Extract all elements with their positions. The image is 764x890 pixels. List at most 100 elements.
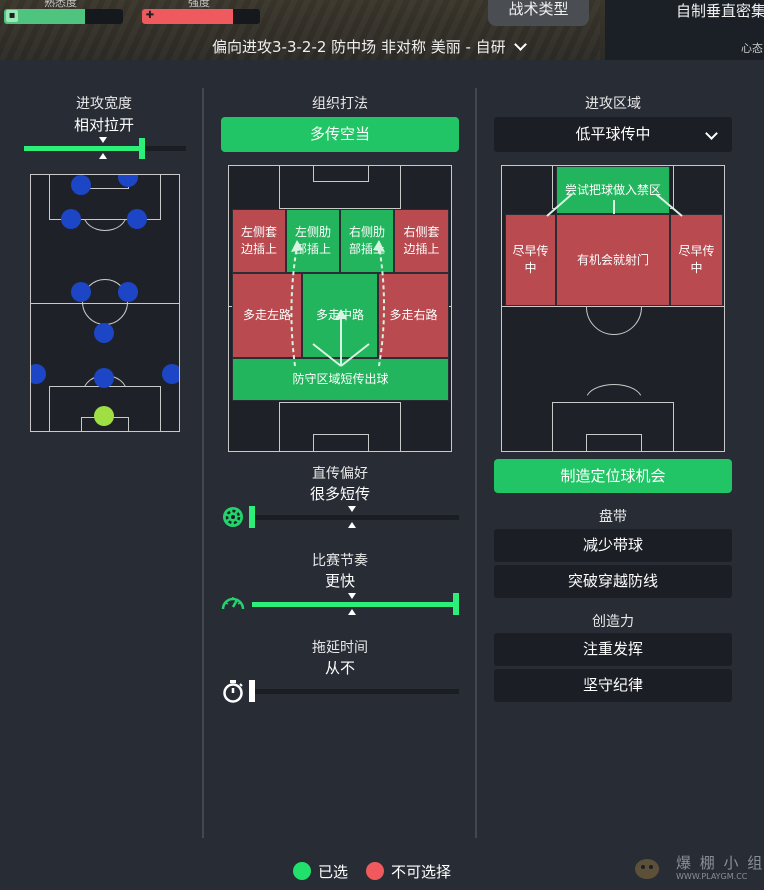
watermark-logo-icon [635,859,659,879]
approach-play-label: 组织打法 [312,96,368,112]
zone-overlap-left[interactable]: 左侧套 边插上 [232,209,286,273]
player-marker[interactable] [71,175,91,195]
approach-pitch: 左侧套 边插上 左侧肋 部插上 右侧肋 部插上 右侧套 边插上 多走左路 多走中… [228,165,452,452]
speedometer-icon [221,597,245,610]
pitch-six-yard-top [313,166,369,182]
width-default-marker [99,137,107,143]
column-divider-left [202,88,204,838]
crossing-type-value: 低平球传中 [575,125,651,143]
watermark-site: WWW.PLAYGM.CC [676,872,748,881]
zone-label: 多走右路 [389,308,438,322]
pitch-six-yard-bottom [313,434,369,451]
player-marker[interactable] [118,175,138,187]
pitch-six-yard-bottom [586,434,642,451]
width-slider-handle[interactable] [139,138,146,159]
zone-focus-right[interactable]: 多走右路 [378,273,449,358]
be-expressive-button[interactable]: 注重发挥 [494,633,732,666]
attacking-width-slider[interactable] [24,146,186,151]
tempo-label: 比赛节奏 [312,553,368,569]
arrow-into-box-right [655,193,683,217]
zone-cross-early-right[interactable]: 尽早传 中 [670,214,723,306]
time-wasting-slider[interactable] [252,689,459,694]
player-marker[interactable] [61,209,81,229]
right-run-arrow [378,245,385,367]
arrowhead-left [291,240,303,252]
centre-arrow-right [340,343,370,367]
tempo-value: 更快 [324,572,355,590]
intensity-bar-fill [142,9,233,24]
zone-label: 防守区域短传出球 [292,372,389,386]
legend-selected-label: 已选 [318,863,349,881]
zone-label: 左侧肋 部插上 [294,225,331,256]
chevron-down-icon [513,38,527,51]
be-disciplined-button[interactable]: 坚守纪律 [494,669,732,702]
attacking-area-pitch: 尝试把球做入禁区 尽早传 中 有机会就射门 尽早传 中 [501,165,725,452]
pass-into-space-button[interactable]: 多传空当 [221,117,459,152]
passing-directness-value: 很多短传 [309,485,370,503]
zone-underlap-right[interactable]: 右侧肋 部插上 [340,209,394,273]
pitch-penalty-box-bottom [279,402,401,451]
player-marker[interactable] [71,282,91,302]
zone-label: 有机会就射门 [576,252,649,267]
player-marker[interactable] [118,282,138,302]
zone-label: 尝试把球做入禁区 [564,182,661,197]
zone-label: 左侧套 边插上 [240,225,277,256]
centre-arrow-left [312,343,342,367]
header-right-panel [605,0,764,60]
familiarity-bar: ▪ [4,9,123,24]
tempo-slider-fill [252,602,459,607]
tactic-type-button[interactable]: 战术类型 [488,0,589,26]
zone-shoot-on-sight[interactable]: 有机会就射门 [556,214,670,306]
zone-cross-early-left[interactable]: 尽早传 中 [505,214,556,306]
familiarity-icon: ▪ [6,10,18,22]
pitch-penalty-box-bottom [552,402,674,451]
tempo-slider-handle[interactable] [453,593,459,615]
tempo-slider[interactable] [252,602,459,607]
left-run-arrow [290,245,298,367]
passing-directness-label: 直传偏好 [312,466,368,482]
zone-underlap-left[interactable]: 左侧肋 部插上 [286,209,340,273]
passing-directness-slider[interactable] [252,515,459,520]
zone-label: 右侧肋 部插上 [348,225,385,256]
player-marker[interactable] [94,368,114,388]
zone-label: 右侧套 边插上 [403,225,440,256]
formation-pitch [30,174,180,432]
run-at-defence-button[interactable]: 突破穿越防线 [494,565,732,598]
attacking-width-value: 相对拉开 [73,116,134,134]
intensity-label: 强度 [188,0,210,9]
passing-slider-handle[interactable] [249,506,255,528]
attacking-area-label: 进攻区域 [585,96,641,112]
width-default-marker-lower [99,153,107,159]
arrowhead-right [373,240,385,252]
legend-unavailable-label: 不可选择 [391,863,452,881]
win-set-pieces-button[interactable]: 制造定位球机会 [494,459,732,493]
player-marker[interactable] [31,364,46,384]
formation-dropdown[interactable]: 偏向进攻3-3-2-2 防中场 非对称 美丽 - 自研 [212,36,527,57]
arrow-into-box-left [546,193,573,217]
player-marker[interactable] [94,323,114,343]
creative-freedom-label: 创造力 [592,614,634,630]
goalkeeper-marker[interactable] [94,406,114,426]
column-divider-right [475,88,477,838]
run-arrows-overlay [290,240,385,367]
player-marker[interactable] [162,364,179,384]
medical-cross-icon: ✚ [145,10,155,21]
mentality-label: 心态 [741,42,763,55]
tempo-default-marker-lower [348,609,356,615]
zone-overlap-right[interactable]: 右侧套 边插上 [394,209,449,273]
legend-selected-dot [293,862,311,880]
zone-focus-left[interactable]: 多走左路 [232,273,302,358]
football-icon [223,507,243,527]
tempo-default-marker [348,593,356,599]
formation-title: 偏向进攻3-3-2-2 防中场 非对称 美丽 - 自研 [212,38,506,56]
crossing-type-select[interactable]: 低平球传中 [494,117,732,152]
familiarity-bar-fill [4,9,85,24]
player-marker[interactable] [127,209,147,229]
dribble-less-button[interactable]: 减少带球 [494,529,732,562]
zone-label: 尽早传 中 [678,244,715,275]
time-wasting-value: 从不 [324,659,355,677]
stopwatch-icon [223,680,243,703]
time-wasting-slider-handle[interactable] [249,680,255,702]
box-arrows-overlay [546,193,683,217]
legend-unavailable-dot [366,862,384,880]
